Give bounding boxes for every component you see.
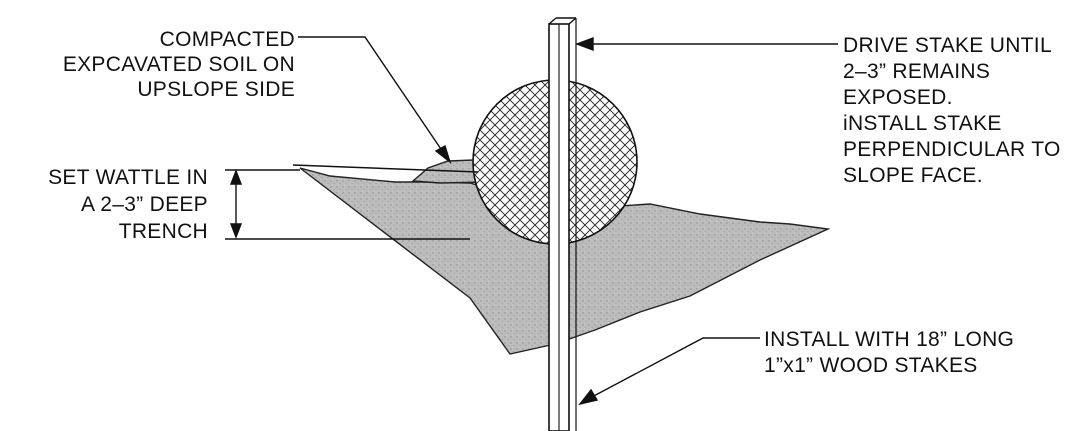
compacted-soil-label: COMPACTED EXPCAVATED SOIL ON UPSLOPE SID… bbox=[63, 28, 295, 101]
trench-top-line bbox=[292, 164, 479, 173]
svg-text:A 2–3” DEEP: A 2–3” DEEP bbox=[81, 193, 208, 216]
install-stakes-leader bbox=[578, 337, 760, 406]
svg-text:iNSTALL STAKE: iNSTALL STAKE bbox=[843, 112, 1002, 135]
svg-text:EXPOSED.: EXPOSED. bbox=[843, 86, 953, 109]
compacted-soil-leader bbox=[298, 36, 452, 164]
svg-text:PERPENDICULAR TO: PERPENDICULAR TO bbox=[843, 138, 1061, 161]
wood-stake bbox=[548, 17, 577, 431]
trench-depth-dimension bbox=[229, 169, 243, 239]
svg-text:2–3” REMAINS: 2–3” REMAINS bbox=[843, 60, 990, 83]
drive-stake-label: DRIVE STAKE UNTIL 2–3” REMAINS EXPOSED. … bbox=[843, 34, 1061, 187]
svg-text:SLOPE FACE.: SLOPE FACE. bbox=[843, 164, 983, 187]
svg-text:INSTALL WITH 18” LONG: INSTALL WITH 18” LONG bbox=[764, 328, 1014, 351]
svg-text:SET WATTLE IN: SET WATTLE IN bbox=[48, 166, 208, 189]
set-wattle-label: SET WATTLE IN A 2–3” DEEP TRENCH bbox=[48, 166, 208, 243]
svg-text:1”x1” WOOD STAKES: 1”x1” WOOD STAKES bbox=[764, 354, 978, 377]
svg-text:COMPACTED: COMPACTED bbox=[160, 28, 295, 51]
svg-text:DRIVE STAKE UNTIL: DRIVE STAKE UNTIL bbox=[843, 34, 1052, 57]
install-stakes-label: INSTALL WITH 18” LONG 1”x1” WOOD STAKES bbox=[764, 328, 1014, 377]
svg-text:TRENCH: TRENCH bbox=[119, 220, 208, 243]
svg-text:EXPCAVATED SOIL ON: EXPCAVATED SOIL ON bbox=[63, 53, 295, 76]
svg-text:UPSLOPE SIDE: UPSLOPE SIDE bbox=[137, 78, 295, 101]
drive-stake-leader bbox=[575, 36, 838, 52]
